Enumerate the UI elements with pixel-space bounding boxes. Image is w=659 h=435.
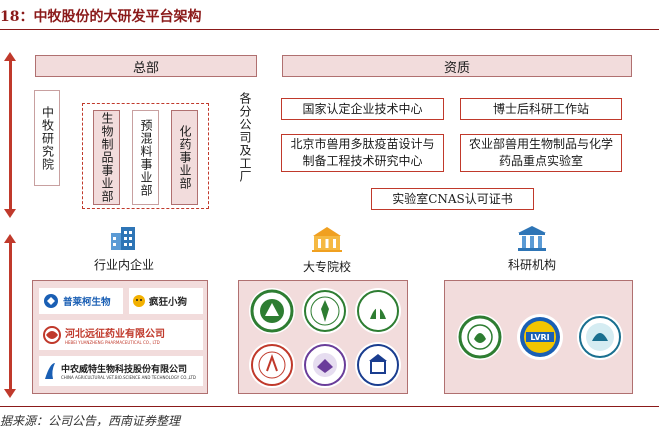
university-seal-1-icon	[249, 288, 295, 334]
zhongnong-mark-icon	[45, 363, 55, 379]
yuanzheng-name: 河北远征药业有限公司	[65, 329, 165, 340]
lower-arrow-head-bottom	[4, 389, 16, 398]
yuanzheng-subname: HEBEI YUANZHENG PHARMACEUTICAL CO., LTD	[65, 340, 160, 345]
crazy-puppy-logo: 疯狂小狗	[129, 288, 203, 314]
research-panel: LVRI	[444, 280, 633, 394]
research-seal-1-icon	[457, 314, 503, 360]
title-rule	[0, 29, 659, 30]
research-institute-box: 中牧研究院	[34, 90, 60, 186]
universities-panel	[238, 280, 408, 394]
lower-arrow-line	[8, 242, 12, 390]
upper-arrow-head-bottom	[4, 209, 16, 218]
lvri-seal-icon: LVRI	[517, 314, 563, 360]
pulike-mark-icon	[44, 294, 58, 308]
zhongnong-subname: CHINA AGRICULTURAL VET.BIO.SCIENCE AND T…	[61, 375, 197, 380]
qualifications-header: 资质	[282, 55, 632, 77]
university-seal-5-icon	[302, 342, 348, 388]
university-seal-4-icon	[249, 342, 295, 388]
footer-rule	[0, 406, 659, 407]
upper-arrow-head-top	[4, 52, 16, 61]
tech-center-box: 国家认定企业技术中心	[281, 98, 444, 120]
headquarters-header: 总部	[35, 55, 257, 77]
research-seal-3-icon	[577, 314, 623, 360]
yuanzheng-logo: 河北远征药业有限公司 HEBEI YUANZHENG PHARMACEUTICA…	[39, 320, 203, 350]
cnas-certificate-box: 实验室CNAS认可证书	[371, 188, 534, 210]
branches-and-factories: 各分公司及工厂	[238, 92, 252, 183]
research-institute-icon	[518, 226, 546, 251]
category-label-industry: 行业内企业	[93, 258, 154, 272]
zhongnong-weite-logo: 中农威特生物科技股份有限公司 CHINA AGRICULTURAL VET.BI…	[39, 356, 203, 386]
lvri-label: LVRI	[530, 333, 549, 342]
crazy-puppy-name: 疯狂小狗	[149, 297, 188, 308]
premix-division-box: 预混料事业部	[132, 110, 159, 205]
business-units-group	[82, 103, 209, 209]
university-seal-6-icon	[355, 342, 401, 388]
source-note: 据来源：公司公告，西南证券整理	[0, 414, 181, 428]
key-laboratory-box: 农业部兽用生物制品与化学药品重点实验室	[460, 134, 622, 172]
university-seal-3-icon	[355, 288, 401, 334]
industry-panel: 普莱柯生物 疯狂小狗 河北远征药业有限公司 HEBEI YUANZHENG PH…	[32, 280, 208, 394]
category-label-universities: 大专院校	[302, 260, 351, 274]
pulike-logo: 普莱柯生物	[39, 288, 123, 314]
peptide-vaccine-center-box: 北京市兽用多肽疫苗设计与制备工程技术研究中心	[281, 134, 444, 172]
zhongnong-name: 中农威特生物科技股份有限公司	[61, 365, 188, 375]
pulike-name: 普莱柯生物	[63, 297, 111, 308]
page-title: 18：中牧股份的大研发平台架构	[0, 9, 202, 25]
puppy-mark-icon	[133, 295, 145, 307]
biologics-division-box: 生物制品事业部	[93, 110, 120, 205]
postdoc-station-box: 博士后科研工作站	[460, 98, 622, 120]
yuanzheng-mark-icon	[43, 326, 61, 344]
chemical-drugs-division-box: 化药事业部	[171, 110, 198, 205]
upper-arrow-line	[8, 60, 12, 210]
lower-arrow-head-top	[4, 234, 16, 243]
university-icon	[312, 227, 342, 252]
office-building-icon	[111, 227, 135, 250]
category-label-research: 科研机构	[507, 258, 556, 272]
university-seal-2-icon	[302, 288, 348, 334]
